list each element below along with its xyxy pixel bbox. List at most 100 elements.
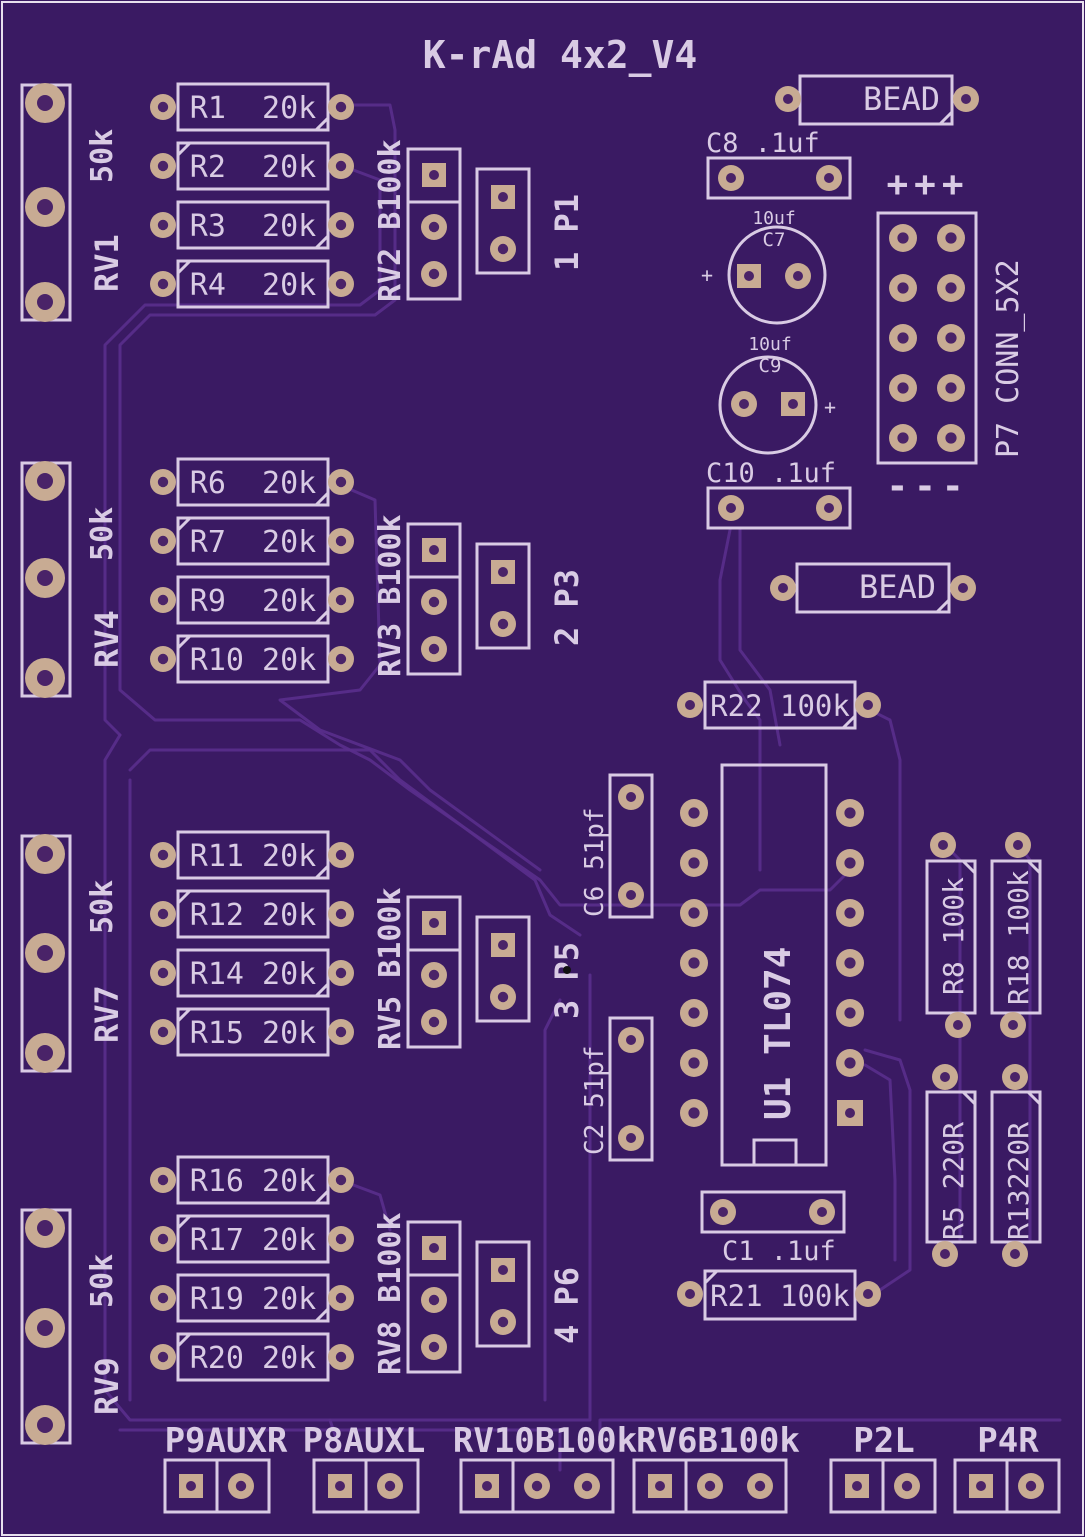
header-pin-1-hole <box>852 1481 862 1491</box>
resistor-pad-a-hole <box>157 535 169 547</box>
ic-u1-pads <box>680 799 864 1127</box>
resistor-pad-b-hole <box>335 594 347 606</box>
trimmer-outline <box>406 1220 462 1374</box>
trimmer-pin-1-hole <box>429 170 439 180</box>
resistor-r13-hole-b <box>1010 1249 1020 1259</box>
pot-value: 50k <box>85 507 120 561</box>
bead-2-hole-b <box>958 583 968 593</box>
resistor-pad-a-hole <box>157 219 169 231</box>
pot-pin-2-hole <box>37 945 53 961</box>
ic-u1-label: U1 TL074 <box>758 947 799 1120</box>
resistor-pad-b-hole <box>335 1233 347 1245</box>
cap-c1-label: C1 .1uf <box>722 1236 836 1267</box>
resistor-1-3: R3 20k <box>150 200 354 250</box>
resistor-r13-corner <box>1026 1090 1042 1106</box>
cap-c1-outline <box>700 1190 846 1234</box>
cap-c7-plus: + <box>701 263 713 287</box>
connector-p7-outline <box>876 211 978 465</box>
resistor-r13-label: R13220R <box>1002 1122 1035 1240</box>
pot-ref: RV1 <box>88 234 126 292</box>
jumper-pin-1-hole <box>498 940 508 950</box>
jumper-pin-2-hole <box>497 618 509 630</box>
resistor-2-1: R6 20k <box>150 457 354 507</box>
trimmer-pin-3-hole <box>428 643 440 655</box>
p7-right-2-hole <box>945 282 957 294</box>
header-pin-2-hole <box>235 1480 247 1492</box>
u1-left-1-hole <box>688 807 700 819</box>
cap-c6-outline <box>608 773 654 919</box>
resistor-4-4: R20 20k <box>150 1332 354 1382</box>
header-pin-1-hole <box>335 1481 345 1491</box>
trimmer-outline <box>406 522 462 676</box>
pot-ref: RV7 <box>88 985 126 1043</box>
jumper-3: 3 P5 <box>475 915 586 1023</box>
resistor-r22-hole-b <box>863 700 873 710</box>
bead-1-corner <box>938 110 954 126</box>
jumper-pin-2-hole <box>497 991 509 1003</box>
cap-c8-hole-a <box>726 173 736 183</box>
resistor-r22-label: R22 100k <box>710 689 850 723</box>
resistor-corner <box>176 1332 192 1348</box>
cap-c9-outline <box>718 355 818 455</box>
connector-p7-label: P7 CONN_5X2 <box>991 259 1026 458</box>
p7-left-2-hole <box>897 282 909 294</box>
pot-pin-1-hole <box>37 846 53 862</box>
resistor-corner <box>176 889 192 905</box>
cap-c8-hole-b <box>824 173 834 183</box>
header-pin-1-hole <box>482 1481 492 1491</box>
trimmer-pin-2-hole <box>428 969 440 981</box>
resistor-r21: R21 100k <box>677 1269 881 1321</box>
u1-left-5-hole <box>688 1007 700 1019</box>
cap-c10-hole-a <box>726 503 736 513</box>
cap-c2-hole-a <box>626 1035 636 1045</box>
jumper-pin-2-hole <box>497 243 509 255</box>
resistor-1-4: R4 20k <box>150 259 354 309</box>
resistor-corner <box>314 491 330 507</box>
jumper-2: 2 P3 <box>475 542 586 650</box>
bottom-headers: P9AUXR P8AUXL RV10B100k RV6B100k P2L P4R <box>163 1421 1061 1514</box>
ic-u1-notch <box>752 1138 798 1165</box>
cap-c9-value: 10uf <box>748 334 791 355</box>
resistor-r13-hole-a <box>1010 1072 1020 1082</box>
resistor-pad-a-hole <box>157 476 169 488</box>
u1-left-6-hole <box>688 1057 700 1069</box>
resistor-r18-corner <box>1026 859 1042 875</box>
resistor-4-1: R16 20k <box>150 1155 354 1205</box>
trimmer-pin-1-hole <box>429 918 439 928</box>
cap-c10-hole-b <box>824 503 834 513</box>
resistor-r21-hole-b <box>863 1289 873 1299</box>
trimmer-label: RV2 B100k <box>373 139 408 302</box>
resistor-pad-a-hole <box>157 849 169 861</box>
pot-pin-2-hole <box>37 1320 53 1336</box>
bead-1-label: BEAD <box>863 80 940 118</box>
trimmer-pin-3-hole <box>428 268 440 280</box>
header-pin-3-hole <box>754 1480 766 1492</box>
jumper-outline <box>475 915 531 1023</box>
resistor-1-2: R2 20k <box>150 141 354 191</box>
trimmer-pin-3-hole <box>428 1341 440 1353</box>
trimmer-label: RV8 B100k <box>373 1212 408 1375</box>
bead-2-hole-a <box>778 583 788 593</box>
resistor-pad-b-hole <box>335 967 347 979</box>
trimmer-pin-1-hole <box>429 1243 439 1253</box>
p7-right-1-hole <box>945 232 957 244</box>
header-p9-label: P9AUXR <box>165 1421 288 1461</box>
resistor-pad-b-hole <box>335 653 347 665</box>
u1-right-5-hole <box>844 1007 856 1019</box>
bead-2-corner <box>935 598 951 614</box>
pot-pin-3-hole <box>37 670 53 686</box>
cap-c7-outline <box>727 225 827 325</box>
resistor-pad-a-hole <box>157 160 169 172</box>
pot-pin-1-hole <box>37 95 53 111</box>
cap-c1-hole-b <box>817 1207 827 1217</box>
cap-c7-hole-b <box>793 271 803 281</box>
resistor-corner <box>314 1307 330 1323</box>
resistor-r8-label: R8 100k <box>937 877 970 995</box>
resistor-label: R10 20k <box>190 643 316 678</box>
trimmer-label: RV5 B100k <box>373 887 408 1050</box>
resistor-pad-a-hole <box>157 594 169 606</box>
resistor-pad-a-hole <box>157 908 169 920</box>
cap-c9-plus: + <box>824 395 836 419</box>
